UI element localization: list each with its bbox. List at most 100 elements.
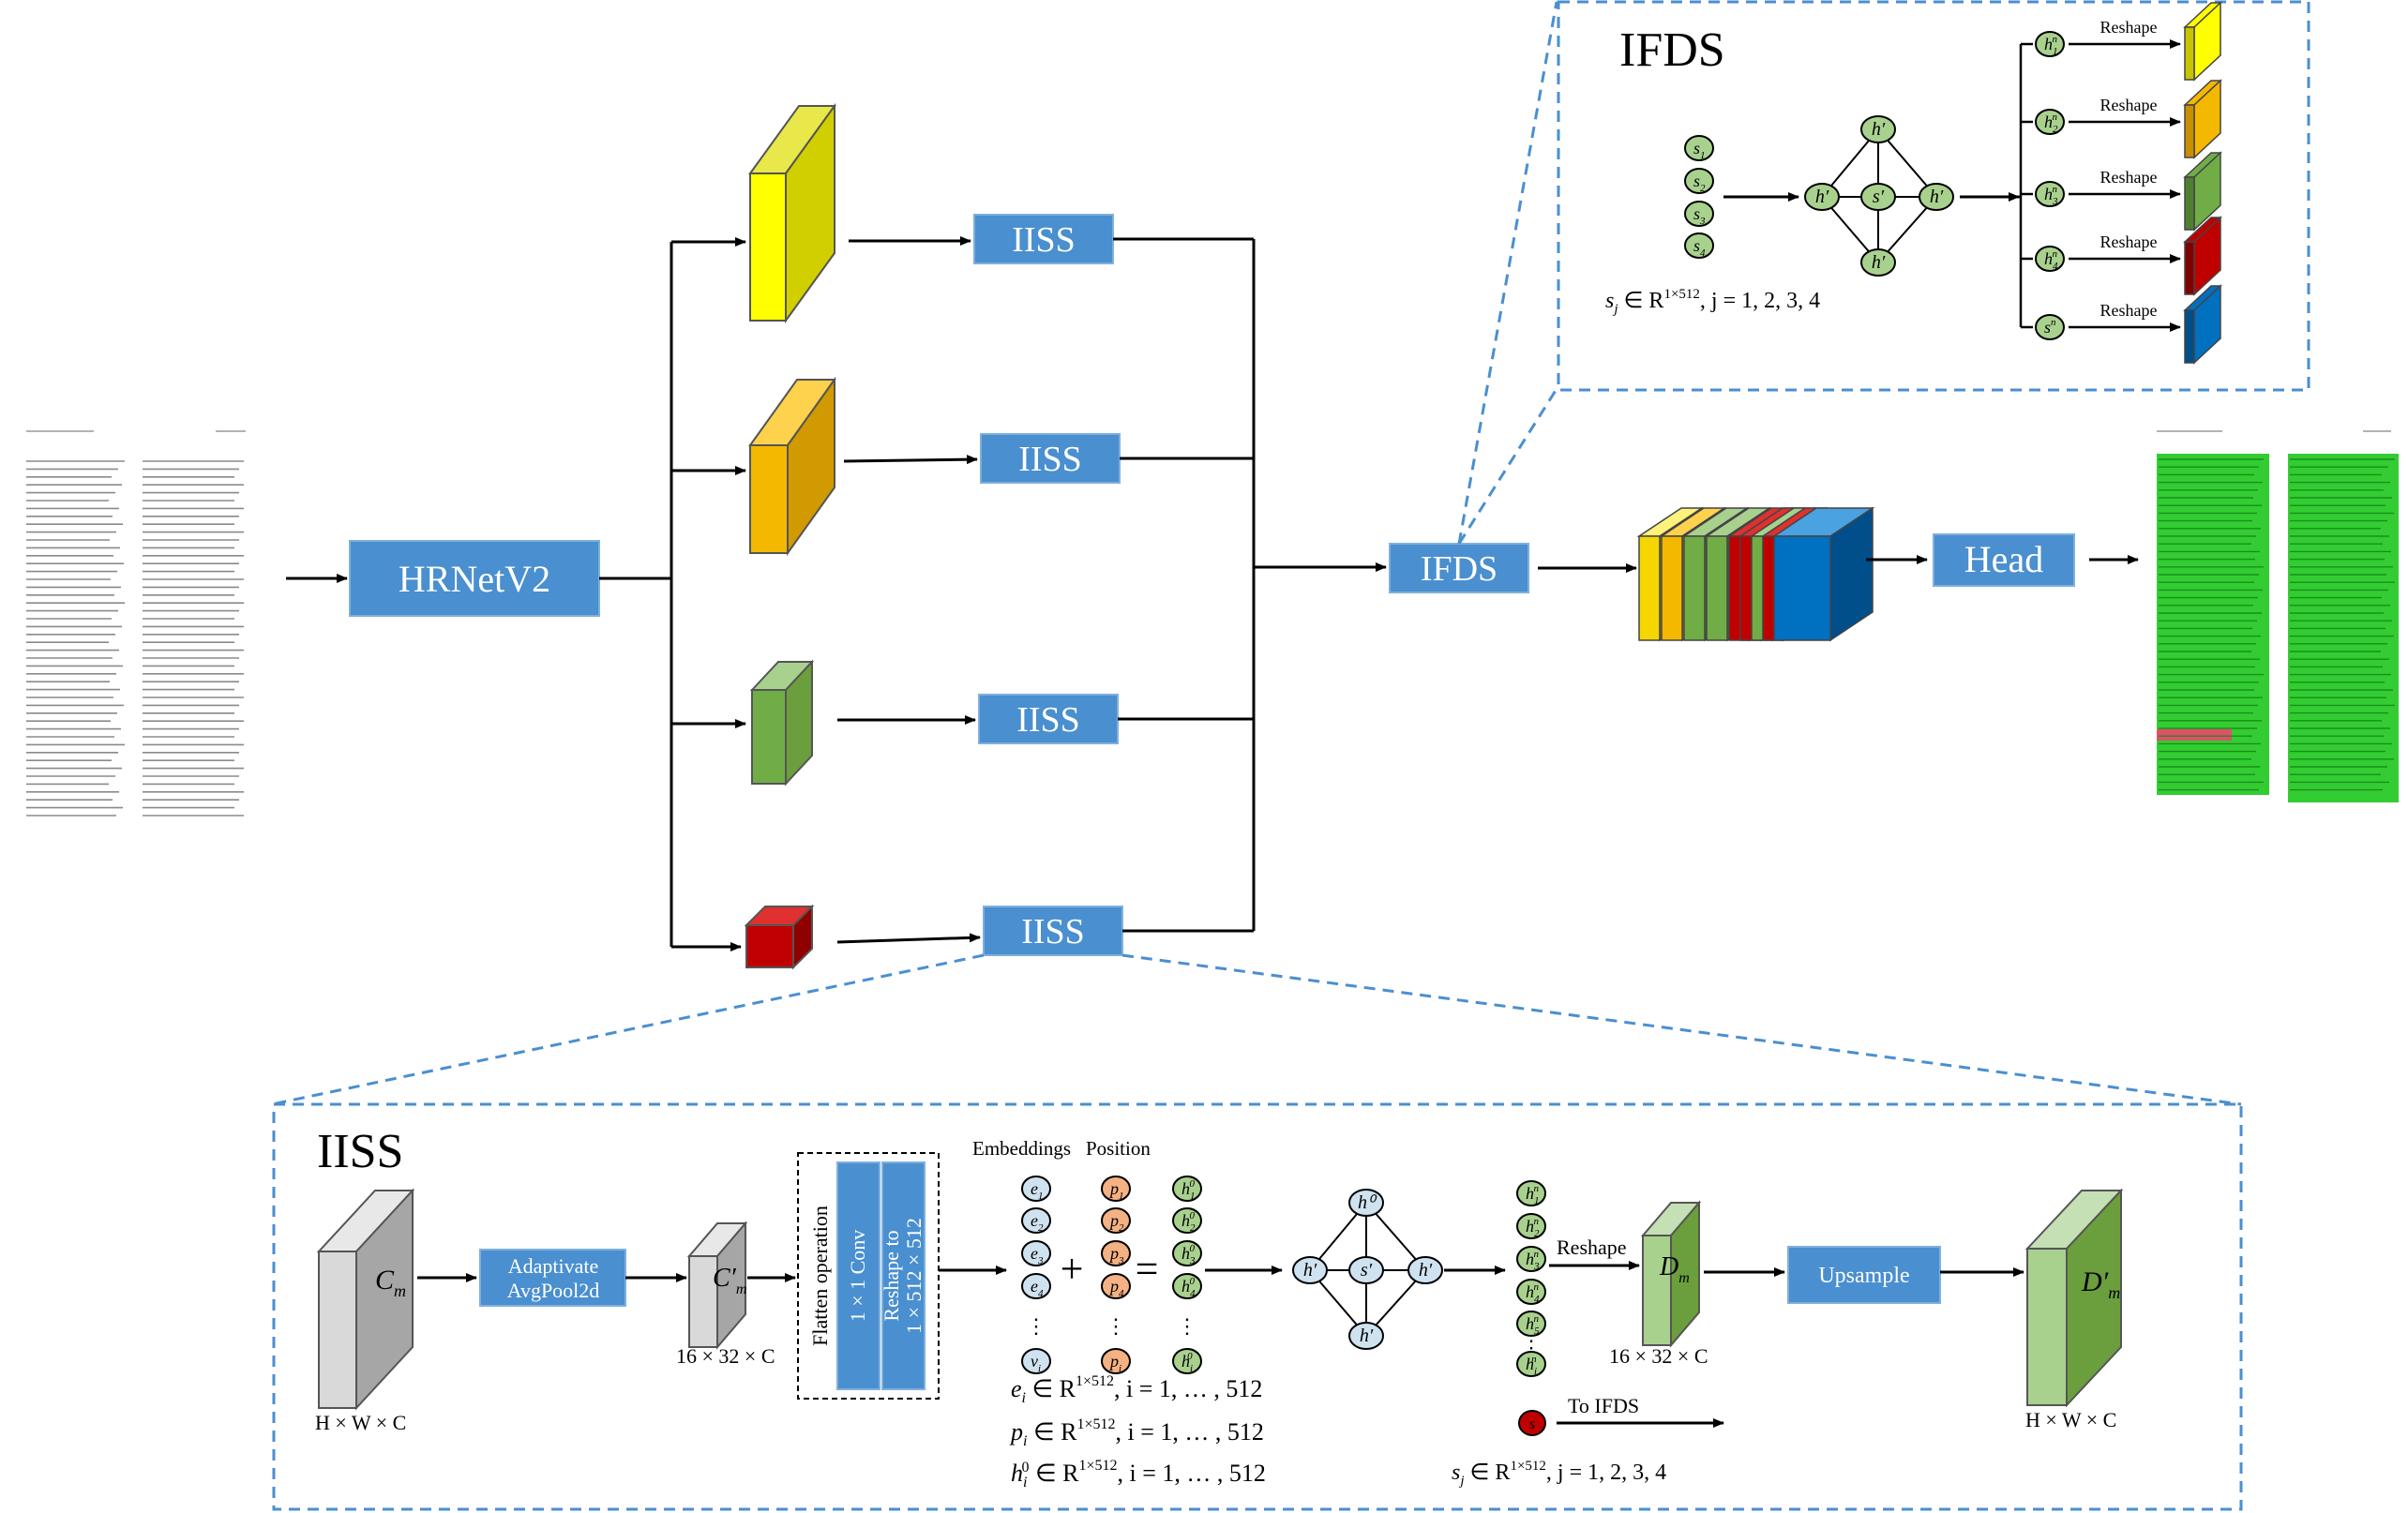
fused-feature-stack (1636, 506, 1875, 642)
embedding-node-e4: e4 (1021, 1273, 1051, 1299)
ifds-formula: sj ∈ R1×512, j = 1, 2, 3, 4 (1605, 287, 1820, 317)
feature-map-green (749, 659, 815, 786)
hrnetv2-block: HRNetV2 (349, 540, 600, 617)
input-dim-label: H × W × C (315, 1411, 406, 1434)
ifds-output-node-5: sn (2035, 314, 2065, 340)
svg-text:e2: e2 (1031, 1211, 1044, 1234)
ifds-reshape-label-3: Reshape (2100, 168, 2158, 187)
svg-text:e4: e4 (1031, 1277, 1044, 1299)
svg-text:Upsample: Upsample (1818, 1264, 1909, 1288)
svg-text:h3n: h3n (2044, 184, 2058, 207)
iiss-reshape-label: Reshape (1557, 1236, 1627, 1259)
iiss-graph-node-top: h⁰ (1348, 1189, 1384, 1217)
svg-text:p1: p1 (1108, 1179, 1124, 1202)
svg-text:h5n: h5n (1526, 1313, 1540, 1337)
ifds-output-map-1 (2183, 1, 2222, 82)
to-ifds-label: To IFDS (1568, 1394, 1639, 1417)
iiss-graph-node-right: h′ (1407, 1256, 1443, 1284)
svg-text:h3n: h3n (1526, 1249, 1540, 1272)
svg-text:s4: s4 (1693, 236, 1706, 259)
svg-text:p3: p3 (1108, 1244, 1124, 1266)
embedding-node-e2: e2 (1021, 1207, 1051, 1234)
svg-text:e1: e1 (1031, 1179, 1044, 1202)
svg-text:Dm: Dm (1659, 1252, 1690, 1286)
output-dim-label: H × W × C (2025, 1408, 2116, 1431)
h0-node-1: h10 (1172, 1176, 1202, 1202)
cm-feature-map: Cm (316, 1188, 415, 1411)
svg-text:p2: p2 (1108, 1211, 1124, 1234)
svg-text:h′: h′ (1815, 187, 1829, 207)
embedding-node-e3: e3 (1021, 1240, 1051, 1266)
ifds-output-node-2: h2n (2035, 109, 2065, 135)
svg-text:p4: p4 (1108, 1277, 1124, 1299)
iiss-label-4: IISS (1021, 912, 1085, 951)
svg-text:h1n: h1n (2044, 34, 2058, 57)
ifds-block: IFDS (1389, 543, 1529, 593)
svg-text:h⁰: h⁰ (1358, 1192, 1377, 1213)
svg-text:h4n: h4n (1526, 1281, 1540, 1305)
svg-text:AvgPool2d: AvgPool2d (507, 1279, 600, 1302)
h0-node-3: h30 (1172, 1240, 1202, 1266)
ifds-label: IFDS (1421, 549, 1497, 589)
svg-text:hi0: hi0 (1181, 1351, 1193, 1374)
h0-node-4: h40 (1172, 1273, 1202, 1299)
position-header: Position (1086, 1137, 1151, 1160)
ifds-panel-title: IFDS (1619, 23, 1725, 77)
ifds-graph-node-center: s′ (1860, 183, 1896, 211)
ifds-input-node-s3: s3 (1684, 201, 1714, 227)
svg-text:vi: vi (1031, 1352, 1041, 1374)
svg-text:h2n: h2n (2044, 112, 2058, 135)
position-node-p1: p1 (1101, 1176, 1131, 1202)
svg-text:Flatten operation: Flatten operation (808, 1206, 832, 1346)
svg-text:s′: s′ (1361, 1260, 1373, 1281)
e-formula: ei ∈ R1×512, i = 1, … , 512 (1011, 1373, 1262, 1406)
embeddings-header: Embeddings (972, 1137, 1071, 1160)
svg-text:s2: s2 (1693, 172, 1706, 194)
ifds-output-map-4 (2183, 216, 2222, 296)
cpm-feature-map: C′m (686, 1221, 748, 1350)
hrnetv2-label: HRNetV2 (399, 558, 550, 600)
svg-text:h′: h′ (1360, 1326, 1374, 1346)
svg-text:s: s (1529, 1416, 1535, 1432)
ifds-reshape-label-1: Reshape (2100, 18, 2158, 37)
embedding-node-e1: e1 (1021, 1176, 1051, 1202)
ifds-output-map-5 (2183, 284, 2222, 365)
dm-dim-label: 16 × 32 × C (1609, 1344, 1708, 1368)
feature-map-orange (748, 376, 836, 557)
position-node-p3: p3 (1101, 1240, 1131, 1266)
ifds-graph-node-left: h′ (1804, 183, 1840, 211)
svg-text:hin: hin (1526, 1354, 1537, 1377)
feature-map-yellow (748, 102, 836, 324)
ifds-input-node-s1: s1 (1684, 135, 1714, 161)
dm-feature-map: Dm (1640, 1200, 1702, 1348)
ifds-graph-node-bottom: h′ (1860, 248, 1896, 277)
svg-text:s1: s1 (1693, 139, 1706, 161)
pooled-dim-label: 16 × 32 × C (676, 1344, 775, 1368)
ifds-reshape-label-5: Reshape (2100, 301, 2158, 320)
svg-text:D′m: D′m (2081, 1266, 2120, 1302)
ifds-output-node-1: h1n (2035, 31, 2065, 57)
position-node-last: pi (1101, 1348, 1131, 1374)
iiss-block-1: IISS (973, 214, 1114, 264)
svg-text:h4n: h4n (2044, 248, 2058, 272)
ifds-output-node-3: h3n (2035, 181, 2065, 207)
svg-text:h40: h40 (1181, 1276, 1196, 1299)
svg-text:1 × 1 Conv: 1 × 1 Conv (846, 1230, 869, 1323)
vertical-dots: ⋮ (1026, 1314, 1046, 1338)
h0-node-2: h20 (1172, 1207, 1202, 1234)
p-formula: pi ∈ R1×512, i = 1, … , 512 (1009, 1416, 1264, 1449)
feature-map-red (744, 904, 815, 970)
svg-text:s′: s′ (1873, 187, 1885, 207)
ifds-output-node-4: h4n (2035, 246, 2065, 272)
svg-text:h10: h10 (1181, 1178, 1196, 1202)
left-paper-thumbnail (26, 424, 247, 817)
svg-text:h30: h30 (1181, 1243, 1196, 1266)
svg-text:h′: h′ (1419, 1260, 1433, 1281)
svg-text:h′: h′ (1930, 187, 1944, 207)
adaptive-avgpool-block: Adaptivate AvgPool2d (479, 1249, 626, 1307)
s-node-red: s (1518, 1410, 1546, 1436)
iiss-graph-node-bottom: h′ (1348, 1322, 1384, 1350)
svg-text:h1n: h1n (1526, 1183, 1540, 1206)
hn-node-5: h5n (1516, 1311, 1546, 1337)
iiss-detail-panel: IISS Cm H × W × C Adaptivate AvgPool2d C… (271, 953, 2243, 1511)
